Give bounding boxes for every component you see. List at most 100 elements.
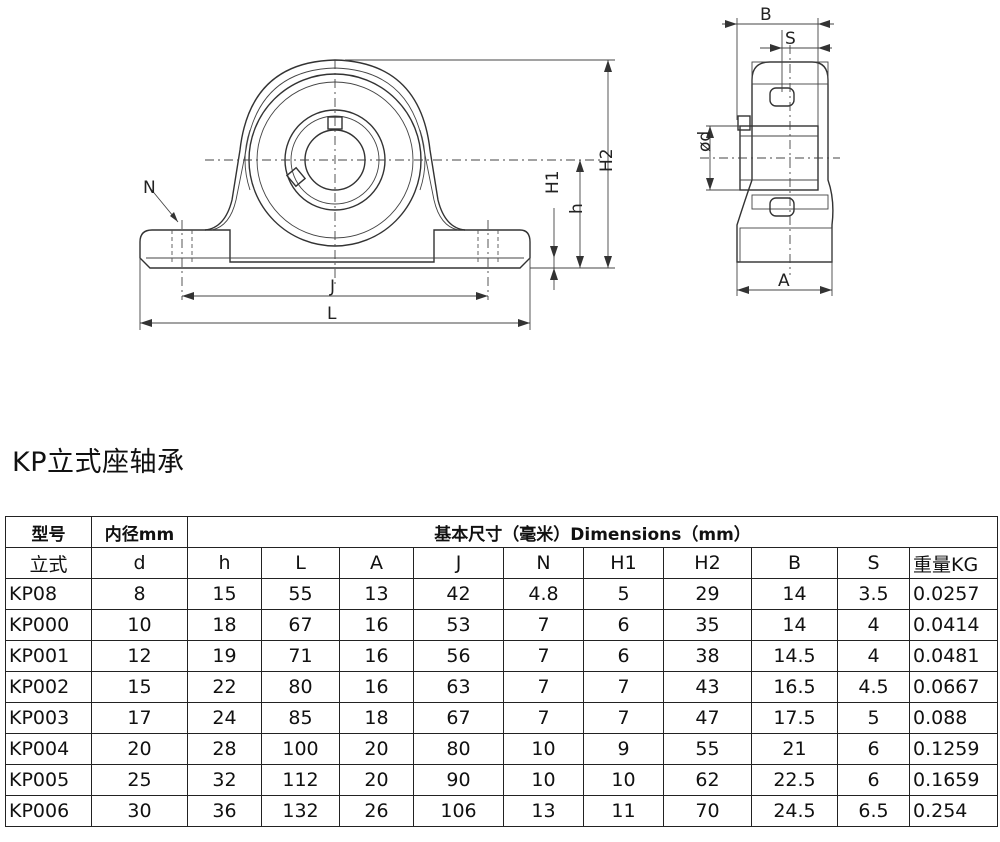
table-cell: 28 [187, 733, 262, 765]
table-cell: 7 [503, 640, 584, 672]
table-cell: KP003 [5, 702, 92, 734]
table-cell: 18 [187, 609, 262, 641]
table-cell: 14.5 [751, 640, 838, 672]
table-cell: 7 [583, 702, 664, 734]
table-cell: 22.5 [751, 764, 838, 796]
table-cell: 0.0667 [908, 671, 999, 703]
table-cell: 9 [583, 733, 664, 765]
table-cell: 3.5 [837, 578, 910, 610]
table-cell: KP08 [5, 578, 92, 610]
subheader-cell: B [751, 547, 838, 579]
table-cell: 0.088 [908, 702, 999, 734]
table-cell: 6 [837, 733, 910, 765]
table-cell: 14 [751, 578, 838, 610]
table-cell: 0.0257 [908, 578, 999, 610]
table-cell: 6 [583, 640, 664, 672]
table-cell: 106 [413, 795, 504, 827]
table-cell: 70 [663, 795, 752, 827]
label-d: ød [695, 131, 715, 152]
table-cell: KP005 [5, 764, 92, 796]
table-cell: 35 [663, 609, 752, 641]
table-cell: 56 [413, 640, 504, 672]
table-cell: 24 [187, 702, 262, 734]
table-cell: 0.1659 [908, 764, 999, 796]
table-cell: 26 [339, 795, 414, 827]
table-cell: 7 [503, 702, 584, 734]
subheader-cell: N [503, 547, 584, 579]
table-cell: 20 [339, 764, 414, 796]
subheader-cell: h [187, 547, 262, 579]
table-cell: KP006 [5, 795, 92, 827]
table-cell: 16 [339, 609, 414, 641]
table-cell: 90 [413, 764, 504, 796]
table-cell: 7 [583, 671, 664, 703]
table-cell: 7 [503, 671, 584, 703]
table-cell: 5 [583, 578, 664, 610]
subheader-cell: A [339, 547, 414, 579]
table-cell: 19 [187, 640, 262, 672]
table-cell: 12 [91, 640, 188, 672]
table-cell: 53 [413, 609, 504, 641]
table-cell: 30 [91, 795, 188, 827]
page-title: KP立式座轴承 [12, 447, 185, 478]
table-cell: 7 [503, 609, 584, 641]
table-cell: 62 [663, 764, 752, 796]
table-cell: KP001 [5, 640, 92, 672]
table-cell: 80 [261, 671, 340, 703]
table-cell: 13 [503, 795, 584, 827]
table-cell: 71 [261, 640, 340, 672]
subheader-cell: L [261, 547, 340, 579]
table-cell: 15 [187, 578, 262, 610]
label-H1: H1 [543, 170, 563, 194]
subheader-cell: H2 [663, 547, 752, 579]
header-dimensions: 基本尺寸（毫米）Dimensions（mm） [186, 516, 999, 548]
table-cell: 112 [261, 764, 340, 796]
label-h: h [567, 203, 587, 214]
table-cell: 36 [187, 795, 262, 827]
label-A: A [778, 271, 790, 291]
subheader-cell: J [413, 547, 504, 579]
label-H2: H2 [597, 148, 617, 172]
table-cell: 47 [663, 702, 752, 734]
table-cell: 10 [91, 609, 188, 641]
subheader-cell: 重量KG [908, 547, 999, 579]
table-cell: 4 [837, 609, 910, 641]
table-cell: 15 [91, 671, 188, 703]
table-cell: 63 [413, 671, 504, 703]
table-cell: 29 [663, 578, 752, 610]
table-cell: 4.8 [503, 578, 584, 610]
subheader-cell: d [91, 547, 188, 579]
table-cell: KP000 [5, 609, 92, 641]
table-cell: 22 [187, 671, 262, 703]
table-cell: 4.5 [837, 671, 910, 703]
label-L: L [327, 304, 337, 324]
table-cell: 17 [91, 702, 188, 734]
table-cell: 13 [339, 578, 414, 610]
header-model: 型号 [5, 516, 92, 548]
subheader-cell: 立式 [5, 547, 92, 579]
table-cell: 100 [261, 733, 340, 765]
table-cell: 24.5 [751, 795, 838, 827]
header-row: 型号 内径mm 基本尺寸（毫米）Dimensions（mm） [5, 516, 999, 548]
table-cell: 8 [91, 578, 188, 610]
table-cell: 16 [339, 671, 414, 703]
table-cell: 132 [261, 795, 340, 827]
table-cell: 5 [837, 702, 910, 734]
label-S: S [785, 29, 796, 49]
subheader-cell: S [837, 547, 910, 579]
table-cell: 6 [837, 764, 910, 796]
table-cell: 16.5 [751, 671, 838, 703]
table-cell: 17.5 [751, 702, 838, 734]
label-B: B [760, 5, 772, 25]
table-cell: 55 [261, 578, 340, 610]
label-J: J [329, 277, 335, 297]
table-cell: KP002 [5, 671, 92, 703]
